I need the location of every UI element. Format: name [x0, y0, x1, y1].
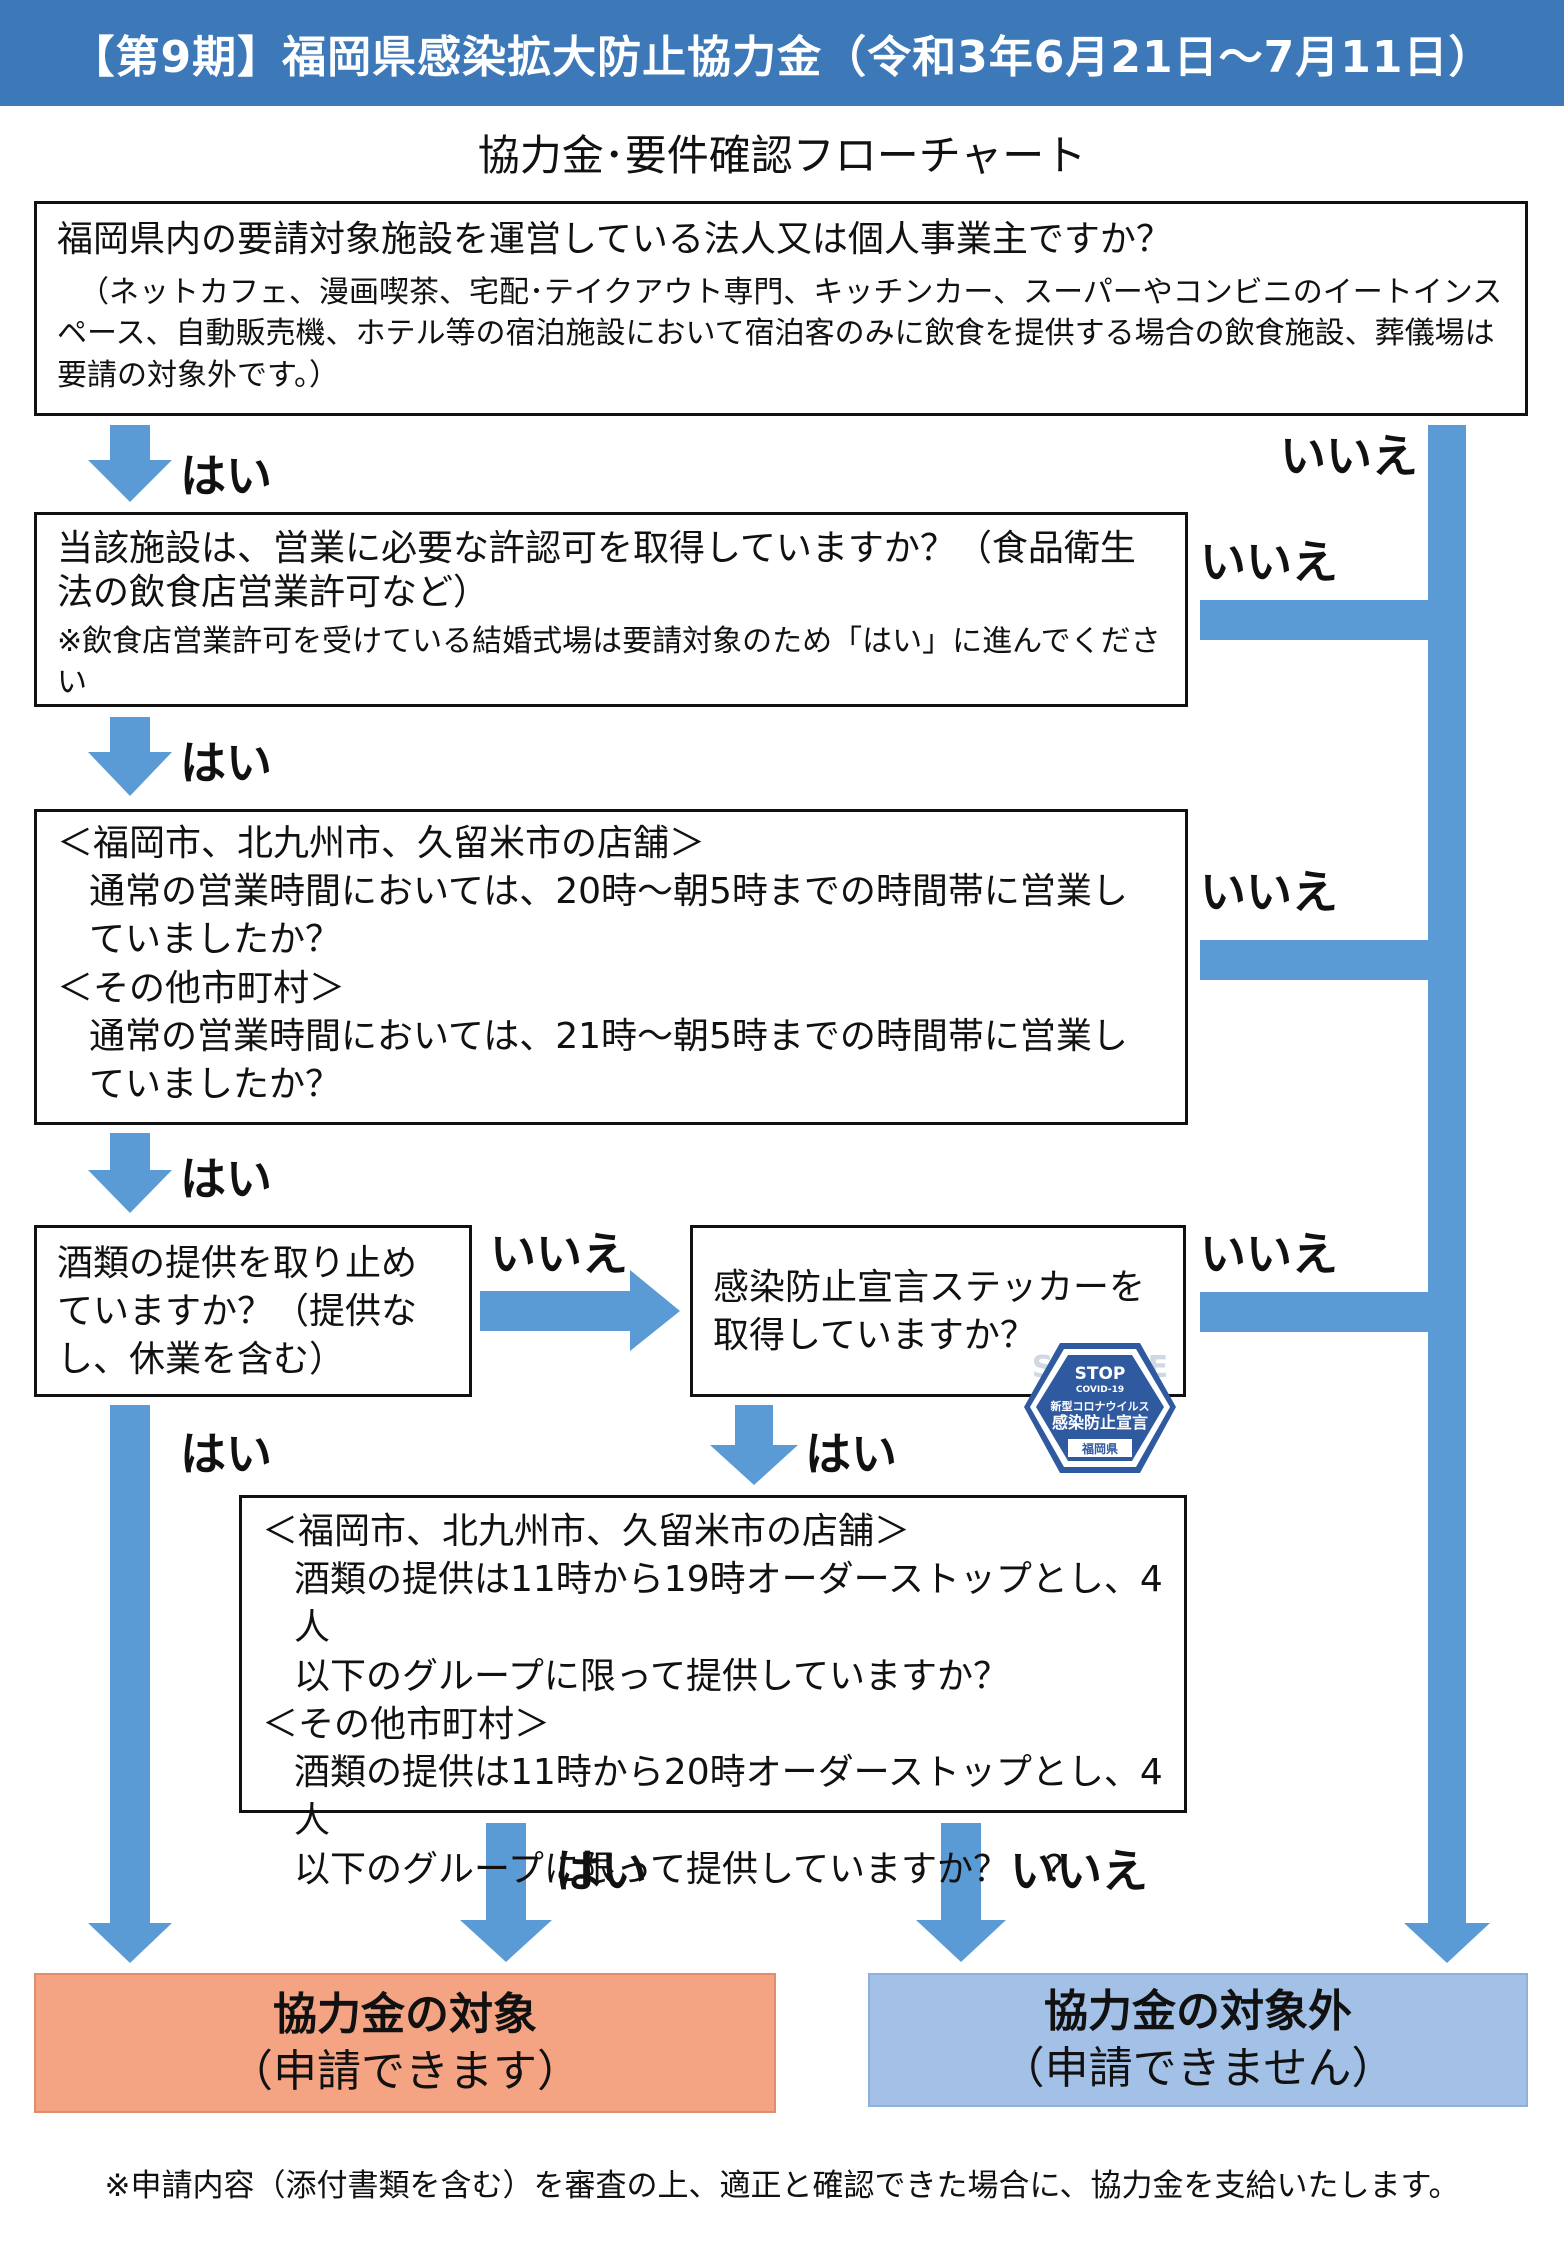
question-4-box: 酒類の提供を取り止めていますか？（提供なし、休業を含む） [34, 1225, 472, 1397]
label-no-1: いいえ [1280, 429, 1418, 483]
question-2-note: ※飲食店営業許可を受けている結婚式場は要請対象のため「はい」に進んでください [57, 623, 1161, 701]
arrow-q5-q6 [710, 1405, 798, 1485]
sticker-stop: STOP [1075, 1364, 1126, 1384]
label-no-5: いいえ [1200, 1227, 1338, 1281]
question-1-box: 福岡県内の要請対象施設を運営している法人又は個人事業主ですか？ （ネットカフェ、… [34, 201, 1528, 416]
sticker-pref: 福岡県 [1081, 1441, 1118, 1456]
label-yes-1: はい [180, 449, 272, 503]
label-yes-6: はい [555, 1844, 647, 1898]
question-6-line: 酒類の提供は11時から19時オーダーストップとし、4人 [294, 1559, 1163, 1649]
question-1-text: 福岡県内の要請対象施設を運営している法人又は個人事業主ですか？ [57, 219, 1172, 260]
sticker-line2: 感染防止宣言 [1052, 1413, 1148, 1432]
result-ineligible: 協力金の対象外 （申請できません） [868, 1973, 1528, 2107]
question-3-line: 通常の営業時間においては、21時～朝5時までの時間帯に営業し [89, 1015, 1128, 1057]
arrow-q6-no [916, 1823, 1006, 1962]
result-ineligible-title: 協力金の対象外 [1044, 1985, 1352, 2037]
label-no-3: いいえ [1200, 865, 1338, 919]
arrow-q4-result [88, 1405, 172, 1963]
label-yes-4: はい [180, 1427, 272, 1481]
arrow-q4-q5 [480, 1270, 680, 1351]
question-2-text: 当該施設は、営業に必要な許認可を取得していますか？（食品衛生法の飲食店営業許可な… [57, 528, 1136, 613]
arrow-q6-yes [460, 1823, 552, 1962]
result-eligible-sub: （申請できます） [229, 2046, 581, 2097]
arrow-q3-q4 [88, 1133, 172, 1213]
label-no-4: いいえ [490, 1227, 628, 1281]
arrow-q2-q3 [88, 717, 172, 796]
label-yes-2: はい [180, 736, 272, 790]
question-6-line: 酒類の提供は11時から20時オーダーストップとし、4人 [294, 1752, 1163, 1842]
page-header: 【第9期】福岡県感染拡大防止協力金（令和3年6月21日～7月11日） [0, 0, 1564, 106]
branch-q3 [1200, 940, 1430, 980]
question-5-text: 感染防止宣言ステッカーを取得していますか？ [713, 1267, 1146, 1357]
question-1-note: （ネットカフェ、漫画喫茶、宅配･テイクアウト専門、キッチンカー、スーパーやコンビ… [57, 274, 1503, 393]
stop-covid-sticker-icon: SAMPLE STOP COVID-19 新型コロナウイルス 感染防止宣言 福岡… [1024, 1343, 1176, 1473]
question-2-box: 当該施設は、営業に必要な許認可を取得していますか？（食品衛生法の飲食店営業許可な… [34, 512, 1188, 707]
question-3-line: ＜その他市町村＞ [57, 967, 346, 1009]
result-ineligible-sub: （申請できません） [1000, 2043, 1396, 2094]
result-eligible-title: 協力金の対象 [273, 1988, 537, 2040]
question-6-line: ＜その他市町村＞ [262, 1703, 551, 1745]
question-4-text: 酒類の提供を取り止めていますか？（提供なし、休業を含む） [57, 1243, 418, 1381]
arrow-group [88, 425, 1490, 1963]
question-3-box: ＜福岡市、北九州市、久留米市の店舗＞ 通常の営業時間においては、20時～朝5時ま… [34, 809, 1188, 1125]
label-yes-5: はい [805, 1427, 897, 1481]
arrow-trunk [1404, 425, 1490, 1963]
sticker-covid: COVID-19 [1076, 1385, 1124, 1395]
question-6-box: ＜福岡市、北九州市、久留米市の店舗＞ 酒類の提供は11時から19時オーダーストッ… [239, 1495, 1187, 1890]
branch-q5 [1200, 1292, 1430, 1332]
question-3-line: 通常の営業時間においては、20時～朝5時までの時間帯に営業し [89, 871, 1128, 913]
question-6-line: ＜福岡市、北九州市、久留米市の店舗＞ [262, 1511, 911, 1552]
footer-note: ※申請内容（添付書類を含む）を審査の上、適正と確認できた場合に、協力金を支給いた… [104, 2168, 1460, 2204]
branch-q2 [1200, 600, 1430, 640]
flowchart-title: 協力金･要件確認フローチャート [477, 131, 1087, 180]
result-eligible: 協力金の対象 （申請できます） [34, 1973, 776, 2113]
question-6-line: 以下のグループに限って提供していますか？ [294, 1655, 1009, 1697]
question-3-line: ていましたか？ [89, 919, 342, 961]
arrow-q1-q2 [88, 425, 172, 502]
sticker-line1: 新型コロナウイルス [1051, 1399, 1150, 1413]
label-no-6: いいえ [1010, 1844, 1148, 1898]
label-yes-3: はい [180, 1152, 272, 1206]
question-3-line: ＜福岡市、北九州市、久留米市の店舗＞ [57, 823, 706, 864]
label-no-2: いいえ [1200, 535, 1338, 589]
question-6-line: 以下のグループに限って提供していますか？ ？ [294, 1848, 1081, 1890]
question-3-line: ていましたか？ [89, 1064, 342, 1106]
